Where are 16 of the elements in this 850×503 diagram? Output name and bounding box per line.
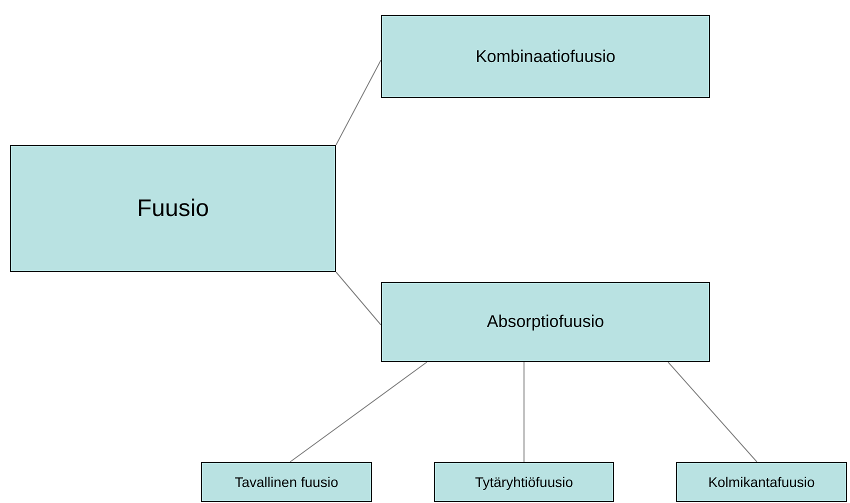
connector-line bbox=[336, 60, 382, 146]
box-label: Tavallinen fuusio bbox=[234, 474, 338, 490]
box-label: Absorptiofuusio bbox=[486, 312, 604, 332]
process-box bbox=[10, 145, 336, 272]
process-box bbox=[201, 462, 372, 502]
process-box bbox=[676, 462, 847, 502]
process-box bbox=[381, 15, 710, 98]
box-label: Tytäryhtiöfuusio bbox=[474, 474, 574, 490]
process-box bbox=[381, 282, 710, 362]
connector-line bbox=[336, 272, 382, 326]
connector-line bbox=[290, 362, 428, 462]
box-label: Kolmikantafuusio bbox=[708, 474, 815, 490]
connector-line bbox=[668, 362, 758, 462]
process-box bbox=[434, 462, 614, 502]
box-label: Kombinaatiofuusio bbox=[476, 46, 616, 66]
box-label: Fuusio bbox=[136, 194, 210, 222]
